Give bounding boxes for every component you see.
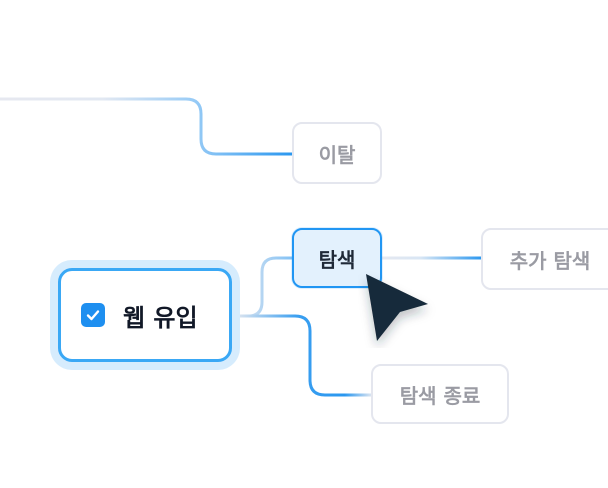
- mouse-pointer-icon: [366, 274, 428, 341]
- node-root-label: 웹 유입: [123, 303, 198, 332]
- connector-root-to-search: [234, 256, 296, 318]
- node-churn-label: 이탈: [318, 142, 356, 167]
- node-search-end-label: 탐색 종료: [399, 383, 481, 408]
- connector-root-to-search-end: [234, 314, 374, 397]
- node-search[interactable]: 탐색: [292, 228, 382, 288]
- node-more-search-label: 추가 탐색: [509, 248, 591, 273]
- node-search-end[interactable]: 탐색 종료: [371, 364, 509, 424]
- node-more-search[interactable]: 추가 탐색: [481, 228, 608, 290]
- connector-to-churn: [0, 97, 294, 156]
- node-search-label: 탐색: [318, 247, 356, 272]
- node-root[interactable]: 웹 유입: [58, 268, 232, 362]
- checkbox-checked-icon[interactable]: [81, 303, 105, 327]
- node-churn[interactable]: 이탈: [292, 122, 382, 184]
